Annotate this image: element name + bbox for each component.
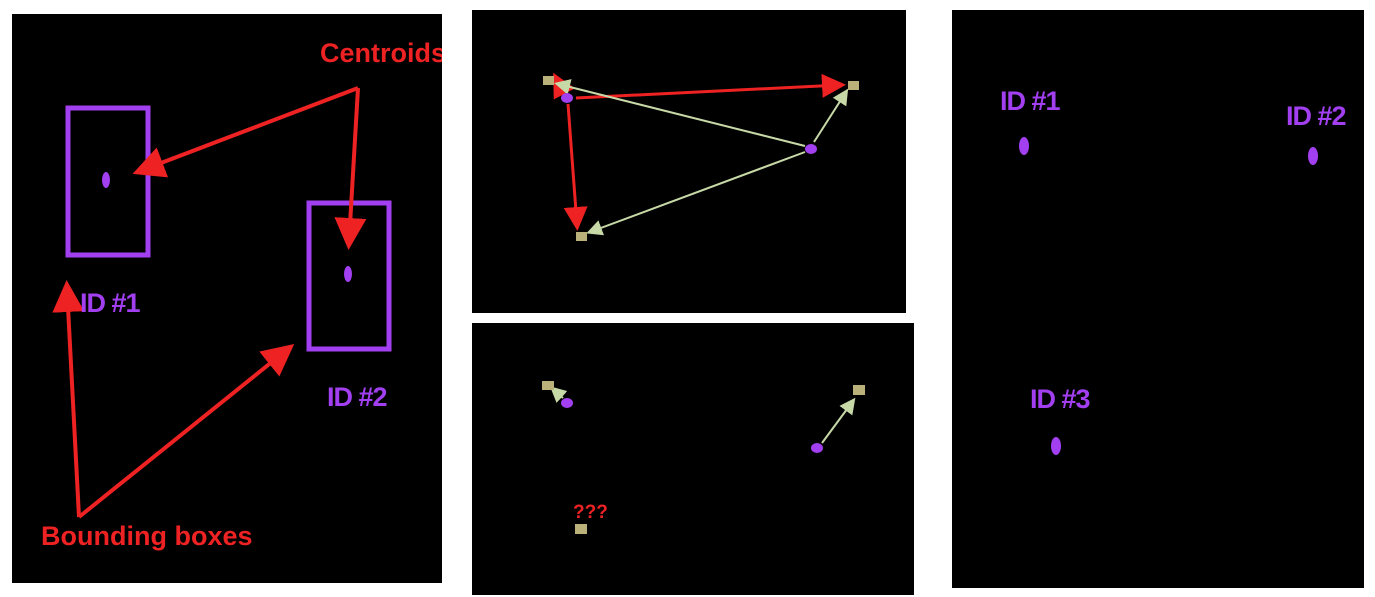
match-line bbox=[550, 386, 568, 403]
panel-4-canvas: ID #1 ID #2 ID #3 bbox=[1000, 86, 1347, 455]
id-1-label: ID #1 bbox=[80, 288, 141, 318]
arrow-centroids-to-centroid-1 bbox=[132, 86, 359, 178]
distance-line bbox=[586, 151, 806, 236]
centroid-1 bbox=[102, 172, 110, 188]
existing-centroid bbox=[811, 443, 823, 453]
id-2-label: ID #2 bbox=[327, 382, 387, 412]
panel-centroid-distances bbox=[472, 10, 906, 313]
existing-centroid bbox=[805, 144, 817, 154]
distance-line bbox=[813, 88, 849, 143]
centroids-annotation: Centroids bbox=[320, 38, 442, 68]
new-centroid bbox=[848, 81, 859, 90]
arrow-centroids-to-centroid-2 bbox=[334, 87, 367, 250]
arrow-bounding-boxes-to-box-2 bbox=[77, 343, 295, 519]
new-centroid bbox=[543, 76, 554, 85]
new-centroid bbox=[576, 232, 587, 241]
distance-line bbox=[563, 103, 588, 231]
panel-registered-ids: ID #1 ID #2 ID #3 bbox=[952, 10, 1364, 588]
match-line bbox=[821, 397, 856, 444]
arrow-bounding-boxes-to-box-1 bbox=[52, 280, 85, 518]
distance-line bbox=[575, 73, 846, 100]
panel-1-canvas: Centroids Bounding boxes ID #1 ID #2 bbox=[41, 38, 442, 551]
unknown-id-label: ??? bbox=[573, 502, 608, 523]
existing-centroid bbox=[561, 398, 573, 408]
bounding-box-2 bbox=[306, 200, 392, 352]
existing-centroid bbox=[561, 93, 573, 103]
panel-centroid-update: ??? bbox=[472, 323, 914, 595]
id-2-label: ID #2 bbox=[1286, 101, 1346, 131]
centroid-1 bbox=[1019, 137, 1029, 155]
centroid-2 bbox=[1308, 147, 1318, 165]
centroid-2 bbox=[344, 266, 352, 282]
id-1-label: ID #1 bbox=[1000, 86, 1061, 116]
panel-3-canvas: ??? bbox=[542, 381, 865, 534]
id-3-label: ID #3 bbox=[1030, 384, 1091, 414]
new-centroid bbox=[542, 381, 554, 390]
distance-line bbox=[554, 79, 806, 147]
centroid-3 bbox=[1051, 437, 1061, 455]
bounding-boxes-annotation: Bounding boxes bbox=[41, 521, 253, 551]
panel-bounding-boxes-centroids: Centroids Bounding boxes ID #1 ID #2 bbox=[12, 14, 442, 583]
bounding-box-1 bbox=[65, 105, 151, 258]
panel-2-canvas bbox=[543, 72, 859, 241]
unmatched-centroid bbox=[575, 524, 587, 534]
new-centroid bbox=[853, 385, 865, 395]
